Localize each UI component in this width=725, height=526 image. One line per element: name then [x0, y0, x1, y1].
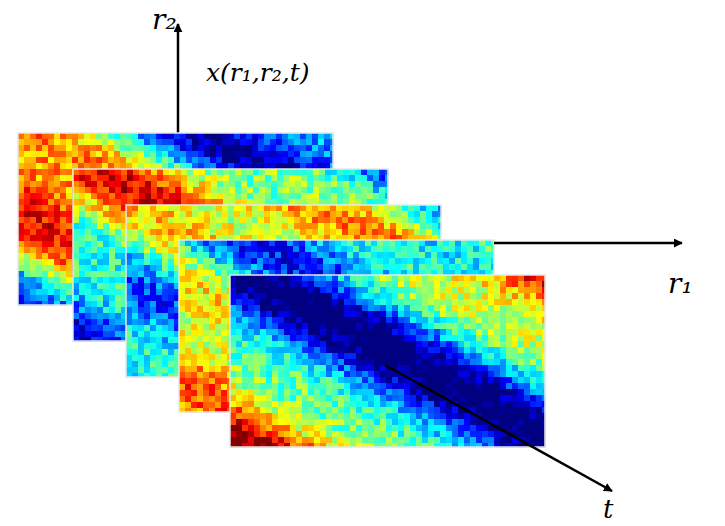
r1-axis — [494, 242, 682, 245]
axis-label: t — [603, 496, 613, 522]
r2-axis — [177, 24, 180, 134]
axis-label: r₂ — [152, 6, 177, 34]
heatmap-frame — [230, 275, 545, 447]
heatmap-frame — [126, 205, 441, 377]
heatmap-frame — [18, 133, 333, 305]
axis-label: r₁ — [668, 270, 693, 298]
function-label: x(r₁,r₂,t) — [206, 60, 310, 85]
t-axis — [385, 365, 612, 491]
heatmap-frame — [179, 240, 494, 412]
